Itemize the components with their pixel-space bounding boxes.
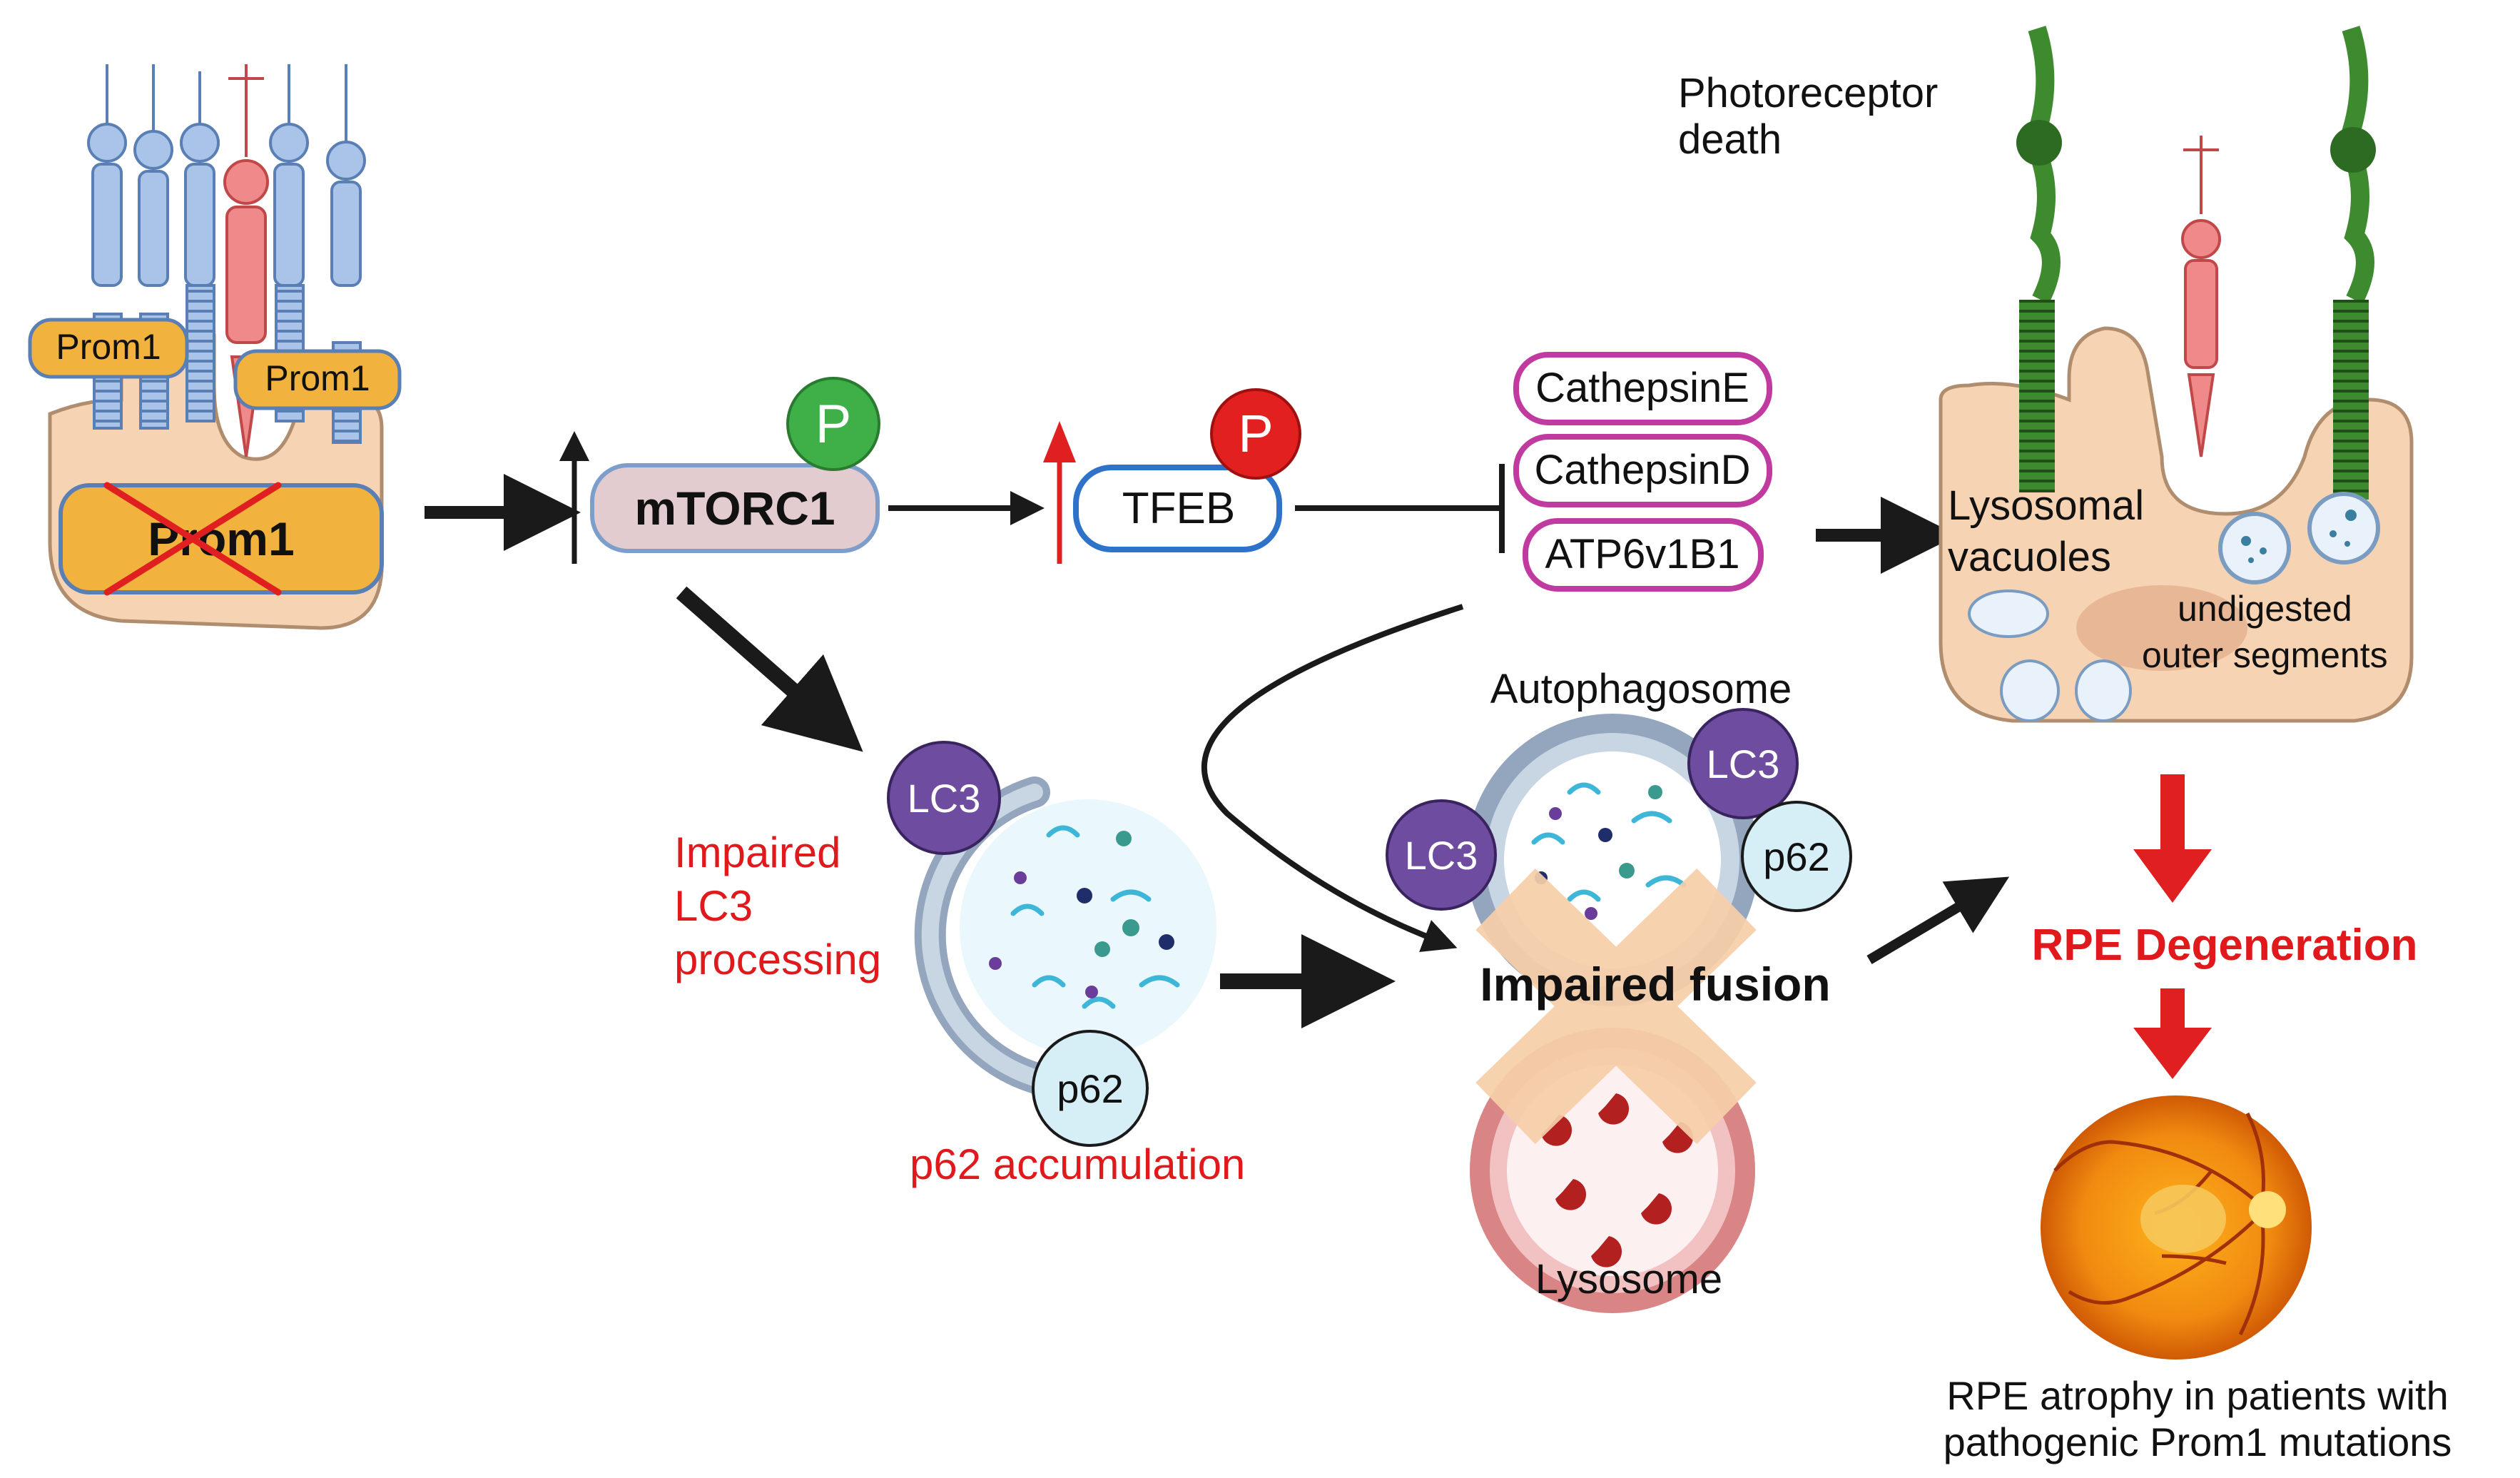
rpe-atrophy-label: RPE atrophy in patients with <box>1946 1373 2448 1418</box>
degenerated-retina-illustration <box>1939 26 2414 723</box>
lysosomal-vacuoles <box>1968 589 2132 722</box>
prom1-right-label: Prom1 <box>265 358 370 398</box>
lysosomal-gene-cathepsind: CathepsinD <box>1513 434 1772 507</box>
autophagosome-label: Autophagosome <box>1490 666 1792 712</box>
arrow-fusion-to-degeneration <box>1866 876 2010 965</box>
phosphorylation-badge-tfeb: P <box>1210 388 1301 480</box>
rpe-degeneration-label: RPE Degeneration <box>2032 921 2418 970</box>
photoreceptor-death-label: Photoreceptor <box>1678 70 1938 116</box>
impaired-fusion-label: Impaired fusion <box>1480 958 1830 1011</box>
undigested-outer-segments-label-2: outer segments <box>2142 635 2388 675</box>
lysosomal-gene-cathepsine: CathepsinE <box>1513 352 1772 425</box>
mtorc1-label: mTORC1 <box>634 482 835 535</box>
macular-lesion <box>2140 1185 2226 1253</box>
phagophore-cargo-dots <box>989 831 1174 998</box>
prom1-knockout-box: Prom1 <box>59 482 384 596</box>
lc3-top-label: LC3 <box>1707 741 1780 786</box>
prom1-protein-left: Prom1 <box>28 318 189 379</box>
undigested-outer-segments-label: undigested <box>2178 589 2352 629</box>
phosphorylation-badge-mtorc1: P <box>786 377 880 471</box>
dying-photoreceptor-right <box>2330 26 2376 500</box>
arrow-genes-to-fusion <box>1201 604 1464 953</box>
phagophore-lumen <box>960 799 1216 1056</box>
dying-photoreceptor-left <box>2016 26 2062 492</box>
lysosome-enzymes <box>1541 1093 1694 1267</box>
lc3-protein-top: LC3 <box>1687 708 1799 819</box>
lysosomal-vacuoles-label-2: vacuoles <box>1948 534 2111 580</box>
impaired-lc3-label-2: LC3 <box>674 882 753 930</box>
cathepsind-label: CathepsinD <box>1534 447 1750 493</box>
red-arrow-degeneration-to-atrophy <box>2133 988 2212 1079</box>
phagophore-cargo <box>1010 825 1180 1009</box>
increase-arrow-tfeb-head <box>1043 421 1076 462</box>
cathepsine-label: CathepsinE <box>1535 365 1749 411</box>
rpe-atrophy-label-2: pathogenic Prom1 mutations <box>1944 1419 2452 1464</box>
lc3-left-label: LC3 <box>908 776 981 821</box>
rod-cell <box>180 71 220 422</box>
tfeb-node: TFEB <box>1073 465 1282 552</box>
phospho-tfeb-label: P <box>1238 404 1273 463</box>
tfeb-label: TFEB <box>1122 484 1235 533</box>
p62-protein-right: p62 <box>1741 801 1852 912</box>
p62-right-label: p62 <box>1763 834 1829 879</box>
lc3-mid-label: LC3 <box>1405 833 1478 878</box>
photoreceptor-death-label-2: death <box>1678 116 1782 163</box>
lysosomal-vacuoles-label: Lysosomal <box>1948 482 2144 529</box>
fundus-image <box>2041 1095 2312 1360</box>
lysosome-label: Lysosome <box>1535 1256 1722 1302</box>
lc3-protein-left: LC3 <box>887 741 1001 855</box>
p62-protein-left: p62 <box>1032 1030 1149 1147</box>
atp6v1b1-label: ATP6v1B1 <box>1545 531 1740 577</box>
red-arrow-rpe-to-degeneration <box>2133 774 2212 903</box>
knockout-cross-icon <box>103 482 282 596</box>
autophagosome-cargo <box>1531 782 1687 902</box>
lysosomal-gene-atp6v1b1: ATP6v1B1 <box>1523 518 1764 592</box>
blocked-fusion-cross-icon <box>1475 868 1757 1145</box>
normal-retina-illustration: Prom1 Prom1 Prom1 <box>28 64 402 630</box>
mtorc1-node: mTORC1 <box>590 463 880 553</box>
p62-left-label: p62 <box>1057 1066 1123 1111</box>
prom1-protein-right: Prom1 <box>233 349 402 410</box>
p62-accumulation-label: p62 accumulation <box>910 1140 1245 1188</box>
arrow-mtorc1-to-autophagy <box>676 586 863 752</box>
phospho-mtorc1-label: P <box>816 394 852 455</box>
prom1-left-label: Prom1 <box>56 327 161 367</box>
rpe-nucleus <box>2076 585 2247 671</box>
lc3-protein-mid: LC3 <box>1386 799 1497 911</box>
impaired-lc3-label: Impaired <box>674 829 840 876</box>
cone-cell-right <box>2181 136 2221 457</box>
rpe-cell-right <box>1939 326 2414 723</box>
optic-disc <box>2249 1191 2286 1228</box>
impaired-lc3-label-3: processing <box>674 936 881 983</box>
undigested-outer-segments <box>2218 492 2380 584</box>
inhibition-tfeb-to-lysosomal-genes <box>1295 464 1505 553</box>
